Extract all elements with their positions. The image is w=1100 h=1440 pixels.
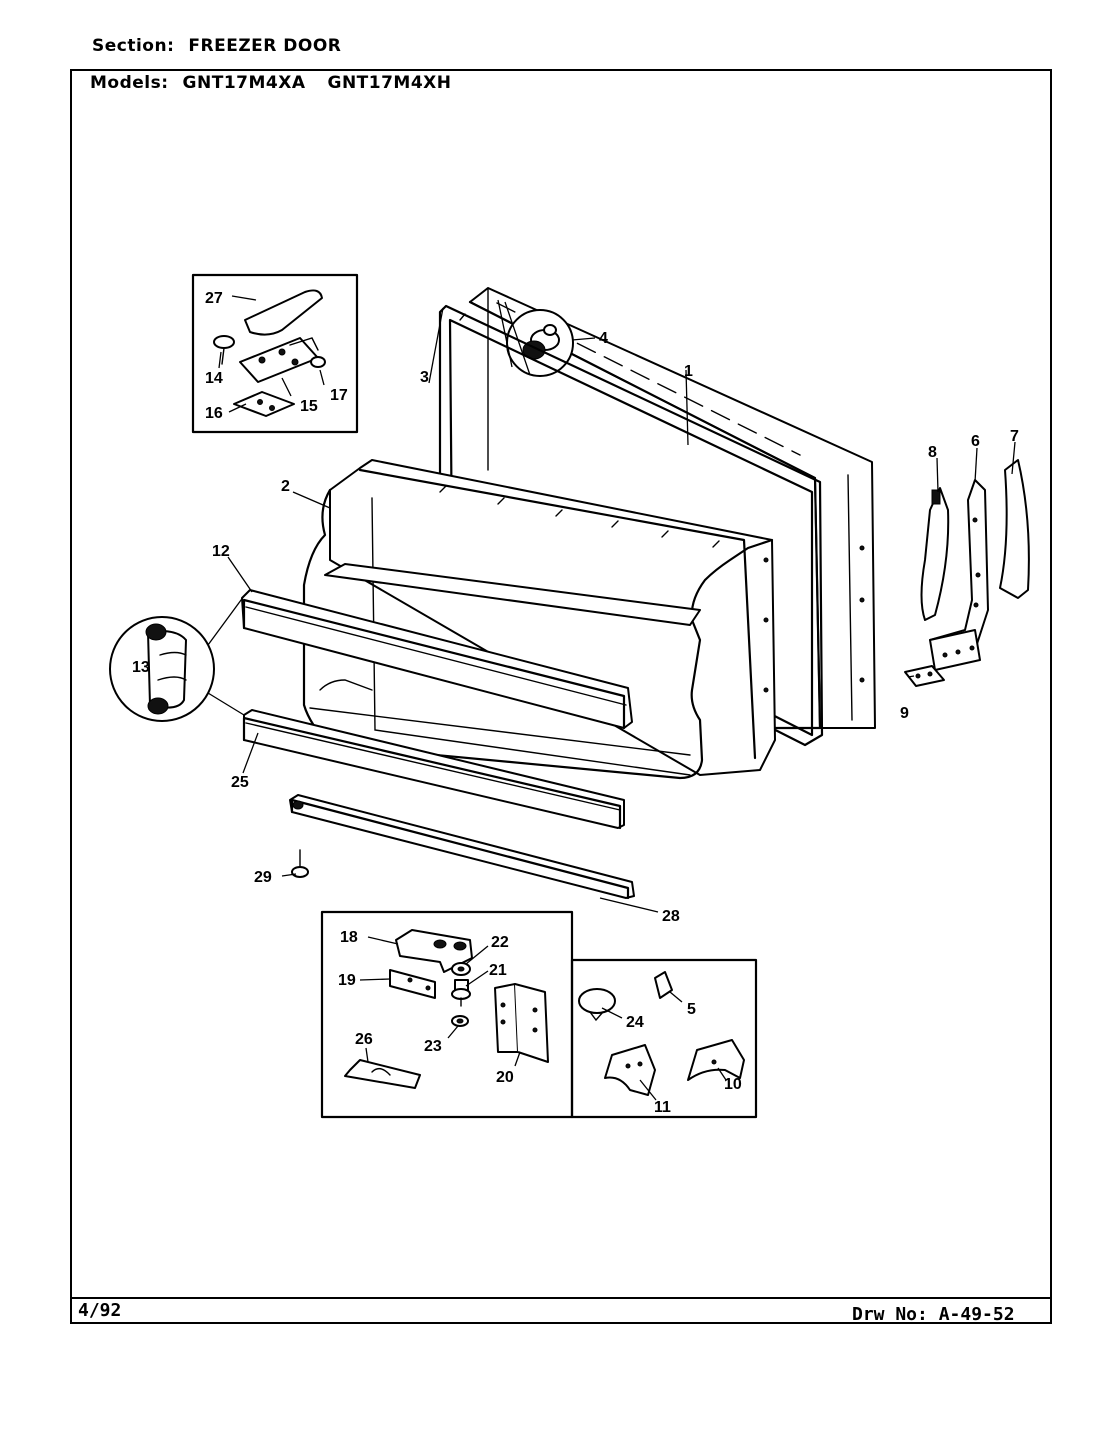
drawing-number: Drw No: A-49-52 <box>852 1304 1015 1325</box>
callout-23: 23 <box>424 1038 442 1055</box>
callout-7: 7 <box>1010 428 1019 445</box>
callout-20: 20 <box>496 1069 514 1086</box>
callout-22: 22 <box>491 934 509 951</box>
callout-3: 3 <box>420 369 429 386</box>
part-7-hinge-spring <box>999 459 1030 599</box>
part-5-clip <box>654 971 673 999</box>
part-19-shim <box>389 969 436 999</box>
callout-19: 19 <box>338 972 356 989</box>
section-header: Section: FREEZER DOOR <box>92 36 341 56</box>
inset-box-top-left <box>191 273 359 434</box>
hinge-parts-right <box>904 459 1030 687</box>
callout-1: 1 <box>684 363 693 380</box>
part-8-hinge-cover <box>920 487 950 621</box>
inset-box-bottom <box>320 910 758 1119</box>
callout-16: 16 <box>205 405 223 422</box>
part-1-outer-door <box>468 287 876 730</box>
part-9-shim <box>904 665 945 687</box>
callout-14: 14 <box>205 370 223 387</box>
part-20-plate <box>494 983 519 1053</box>
callout-26: 26 <box>355 1031 373 1048</box>
part-25-lower-rail <box>242 709 625 830</box>
callout-11: 11 <box>654 1099 671 1116</box>
callout-10: 10 <box>724 1076 742 1093</box>
part-16-plate <box>233 391 295 417</box>
models-header: Models: GNT17M4XA GNT17M4XH <box>90 73 474 93</box>
part-2-inner-liner <box>302 459 776 780</box>
part-17-washer <box>310 356 326 368</box>
drawing-frame <box>70 69 1052 1324</box>
leader-lines <box>218 295 1016 1101</box>
footer-divider <box>70 1297 1052 1299</box>
model-number: GNT17M4XA <box>182 73 306 93</box>
callout-6: 6 <box>971 433 980 450</box>
callout-17: 17 <box>330 387 348 404</box>
callout-8: 8 <box>928 444 937 461</box>
callout-28: 28 <box>662 908 680 925</box>
callout-15: 15 <box>300 398 318 415</box>
section-value: FREEZER DOOR <box>188 36 342 56</box>
callout-18: 18 <box>340 929 358 946</box>
callout-5: 5 <box>687 1001 696 1018</box>
part-28-bottom-trim <box>289 794 635 900</box>
part-11-bracket <box>604 1044 656 1096</box>
part-14-screw <box>213 335 235 349</box>
shelf-upper <box>324 563 701 626</box>
part-24-plug <box>578 988 616 1014</box>
callout-21: 21 <box>489 962 507 979</box>
callout-12: 12 <box>212 543 230 560</box>
callout-25: 25 <box>231 774 249 791</box>
models-label: Models: <box>90 73 169 93</box>
part-29-screw <box>291 849 309 878</box>
part-13-clip-detail <box>109 595 245 722</box>
callout-24: 24 <box>626 1014 644 1031</box>
model-number: GNT17M4XH <box>327 73 452 93</box>
callout-13: 13 <box>132 659 150 676</box>
part-4-plug-detail <box>497 299 574 377</box>
part-15-bracket <box>239 337 319 383</box>
callout-27: 27 <box>205 290 223 307</box>
drawing-date: 4/92 <box>78 1300 122 1321</box>
section-label: Section: <box>92 36 175 56</box>
part-27-cover <box>244 289 323 336</box>
callout-4: 4 <box>599 330 608 347</box>
callout-9: 9 <box>900 705 909 722</box>
part-10-bracket <box>687 1039 745 1081</box>
part-26-bracket <box>344 1059 421 1089</box>
callout-29: 29 <box>254 869 272 886</box>
callout-labels: 1 2 3 4 5 6 7 8 9 10 11 12 13 14 15 16 1… <box>132 290 1019 1116</box>
callout-2: 2 <box>281 478 290 495</box>
